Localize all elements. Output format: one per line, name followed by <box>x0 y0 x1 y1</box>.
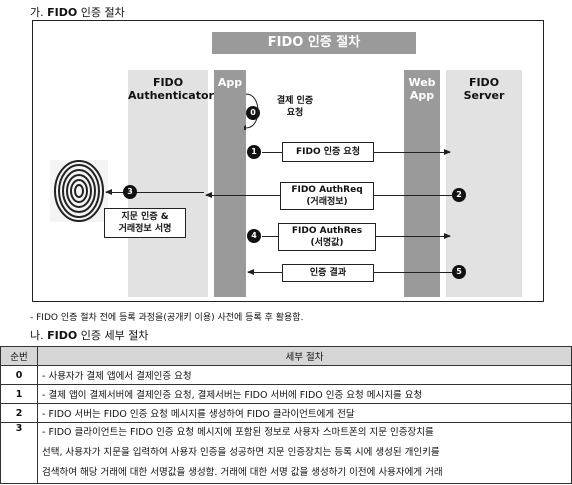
row-text-line: - FIDO 클라이언트는 FIDO 인증 요청 메시지에 포함된 정보로 사용… <box>42 427 434 438</box>
row-text: - FIDO 서버는 FIDO 인증 요청 메시지를 생성하여 FIDO 클라이… <box>37 403 572 423</box>
table-row: 2 - FIDO 서버는 FIDO 인증 요청 메시지를 생성하여 FIDO 클… <box>0 403 572 423</box>
table-row: 0 - 사용자가 결제 앱에서 결제인증 요청 <box>0 365 572 385</box>
row-text: - FIDO 클라이언트는 FIDO 인증 요청 메시지에 포함된 정보로 사용… <box>37 422 572 484</box>
lane-server-label: FIDO Server <box>463 76 505 102</box>
header-detail: 세부 절차 <box>37 346 572 366</box>
step-1-badge: 1 <box>247 145 261 159</box>
section-a-prefix: 가. <box>30 6 44 19</box>
step-3-badge: 3 <box>123 185 137 199</box>
section-b-prefix: 나. <box>30 329 44 342</box>
result-box: 인증 결과 <box>282 264 374 282</box>
step-5-badge: 5 <box>452 265 466 279</box>
detail-table: 순번 세부 절차 0 - 사용자가 결제 앱에서 결제인증 요청 1 - 결제 … <box>0 346 572 484</box>
row-num: 2 <box>0 403 38 423</box>
step-0-badge: 0 <box>246 106 260 120</box>
row-num: 3 <box>0 422 38 484</box>
table-header-row: 순번 세부 절차 <box>0 346 572 366</box>
lane-app-label: App <box>217 76 243 89</box>
row-num: 0 <box>0 365 38 385</box>
diagram-frame <box>32 20 544 302</box>
section-a-heading: 가. FIDO 인증 절차 <box>30 4 125 20</box>
lane-webapp-label: Web App <box>408 76 436 102</box>
arrow-step-3 <box>105 189 204 195</box>
fingerprint-icon <box>50 160 108 222</box>
header-num: 순번 <box>0 346 38 366</box>
lane-authenticator-label: FIDO Authenticator <box>128 76 214 102</box>
section-b-rest: 인증 세부 절차 <box>80 329 149 342</box>
diagram-title: FIDO 인증 절차 <box>212 32 416 54</box>
table-row: 3 - FIDO 클라이언트는 FIDO 인증 요청 메시지에 포함된 정보로 … <box>0 422 572 484</box>
row-text-line: 검색하여 해당 거래에 대한 서명값을 생성함. 거래에 대한 서명 값을 생성… <box>42 467 443 478</box>
row-num: 1 <box>0 384 38 404</box>
section-a-rest: 인증 절차 <box>80 6 125 19</box>
fingerprint-box: 지문 인증 & 거래정보 서명 <box>104 208 186 238</box>
section-b-bold: FIDO <box>47 329 78 342</box>
lane-webapp: Web App <box>404 70 440 297</box>
authreq-box: FIDO AuthReq (거래정보) <box>280 182 374 210</box>
pay-request-box: 결제 인증 요청 <box>276 96 314 118</box>
section-b-heading: 나. FIDO 인증 세부 절차 <box>30 327 148 343</box>
step-4-badge: 4 <box>247 229 261 243</box>
lane-authenticator: FIDO Authenticator <box>128 70 214 297</box>
section-a-bold: FIDO <box>47 6 78 19</box>
registration-note: - FIDO 인증 절차 전에 등록 과정을(공개키 이용) 사전에 등록 후 … <box>30 313 304 323</box>
lane-server: FIDO Server <box>446 70 522 297</box>
fido-auth-request-box: FIDO 인증 요청 <box>282 142 374 162</box>
loop-arrow-icon <box>244 93 259 130</box>
authres-box: FIDO AuthRes (서명값) <box>278 223 376 251</box>
table-row: 1 - 결제 앱이 결제서버에 결제인증 요청, 결제서버는 FIDO 서버에 … <box>0 384 572 404</box>
row-text: - 사용자가 결제 앱에서 결제인증 요청 <box>37 365 572 385</box>
row-text: - 결제 앱이 결제서버에 결제인증 요청, 결제서버는 FIDO 서버에 FI… <box>37 384 572 404</box>
row-text-line: 선택, 사용자가 지문을 입력하여 사용자 인증을 성공하면 지문 인증장치는 … <box>42 447 440 458</box>
lane-app: App <box>214 70 246 297</box>
step-2-badge: 2 <box>452 188 466 202</box>
